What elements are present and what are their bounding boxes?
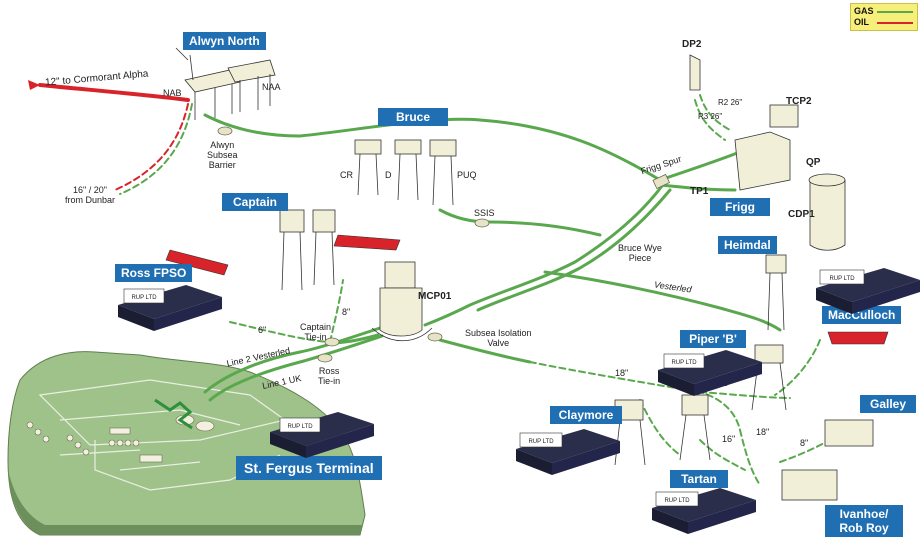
label-tp1: TP1 [690,186,709,197]
label-d: D [385,170,392,180]
platform-heimdal [765,254,787,331]
tag-ivanhoe-rob-roy: Ivanhoe/ Rob Roy [825,505,903,537]
land-shadow [8,470,362,535]
legend-gas-line [877,11,913,13]
legend-oil-line [877,22,913,24]
label-naa: NAA [262,82,281,92]
platform-piper [751,344,787,411]
rup-label-claymore: RUP LTD [528,439,554,445]
label-ssis: SSIS [474,208,495,218]
legend-box: GAS OIL [850,3,918,31]
tag-captain: Captain [222,193,288,211]
tag-heimdal: Heimdal [718,236,777,254]
platform-alwyn [175,47,276,120]
terminal-inlet-pipe [154,398,193,430]
rup-label-st-fergus: RUP LTD [287,424,313,430]
rup-label-macculloch: RUP LTD [829,276,855,282]
legend-gas-label: GAS [854,6,874,16]
label-8-inch-captain: 8" [342,307,351,317]
platform-frigg [689,54,846,251]
label-dp2: DP2 [682,39,702,50]
platform-captain [279,209,336,291]
label-tcp2: TCP2 [786,96,812,107]
rup-device-ross: RUP LTD [118,285,222,331]
rup-device-claymore: RUP LTD [516,429,620,475]
tag-frigg: Frigg [710,198,770,216]
label-puq: PUQ [457,170,477,180]
tag-tartan: Tartan [670,470,728,488]
legend-oil-label: OIL [854,17,869,27]
tag-galley: Galley [860,395,916,413]
rup-label-tartan: RUP LTD [664,498,690,504]
label-dunbar: 16" / 20" from Dunbar [65,185,116,205]
platform-galley-ivanhoe [781,419,874,501]
oil-pipelines [38,83,193,195]
label-6-inch: 6" [258,325,267,335]
rup-label-piper: RUP LTD [671,360,697,366]
rup-device-st-fergus: RUP LTD [270,412,374,458]
label-captain-tie-in: Captain Tie-in [300,322,332,342]
label-alwyn-subsea-barrier: Alwyn Subsea Barrier [207,140,238,170]
label-cdp1: CDP1 [788,209,815,220]
tag-piper-b: Piper 'B' [680,330,746,348]
platform-mcp01 [371,261,433,341]
label-subsea-isolation-valve: Subsea Isolation Valve [465,328,532,348]
label-cr: CR [340,170,353,180]
rup-device-piper: RUP LTD [658,350,762,396]
fpso-vessels [165,234,889,345]
tag-claymore: Claymore [550,406,622,424]
platform-bruce [354,139,457,206]
label-mcp01: MCP01 [418,291,452,302]
label-18-inch-a: 18" [615,368,629,378]
cormorant-arrow [28,80,40,90]
label-ross-tie-in: Ross Tie-in [318,366,341,386]
label-r3: R3 26" [698,112,723,121]
label-qp: QP [806,157,821,168]
rup-device-macculloch: RUP LTD [816,268,920,314]
label-nab: NAB [163,88,182,98]
valve-markers [217,126,670,363]
label-bruce-wye-piece: Bruce Wye Piece [618,243,662,263]
rup-device-tartan: RUP LTD [652,488,756,534]
tag-bruce: Bruce [378,108,448,126]
tag-ross-fpso: Ross FPSO [115,264,193,282]
platform-claymore-tartan [614,394,711,466]
label-18-inch-b: 18" [756,427,770,437]
rup-label-ross: RUP LTD [131,295,157,301]
label-r2: R2 26" [718,98,743,107]
label-8-inch-galley: 8" [800,438,809,448]
label-16-inch-b: 16" [722,434,736,444]
tag-st-fergus-terminal: St. Fergus Terminal [236,456,382,480]
tag-alwyn-north: Alwyn North [183,32,266,50]
tag-macculloch: MacCulloch [822,306,902,324]
